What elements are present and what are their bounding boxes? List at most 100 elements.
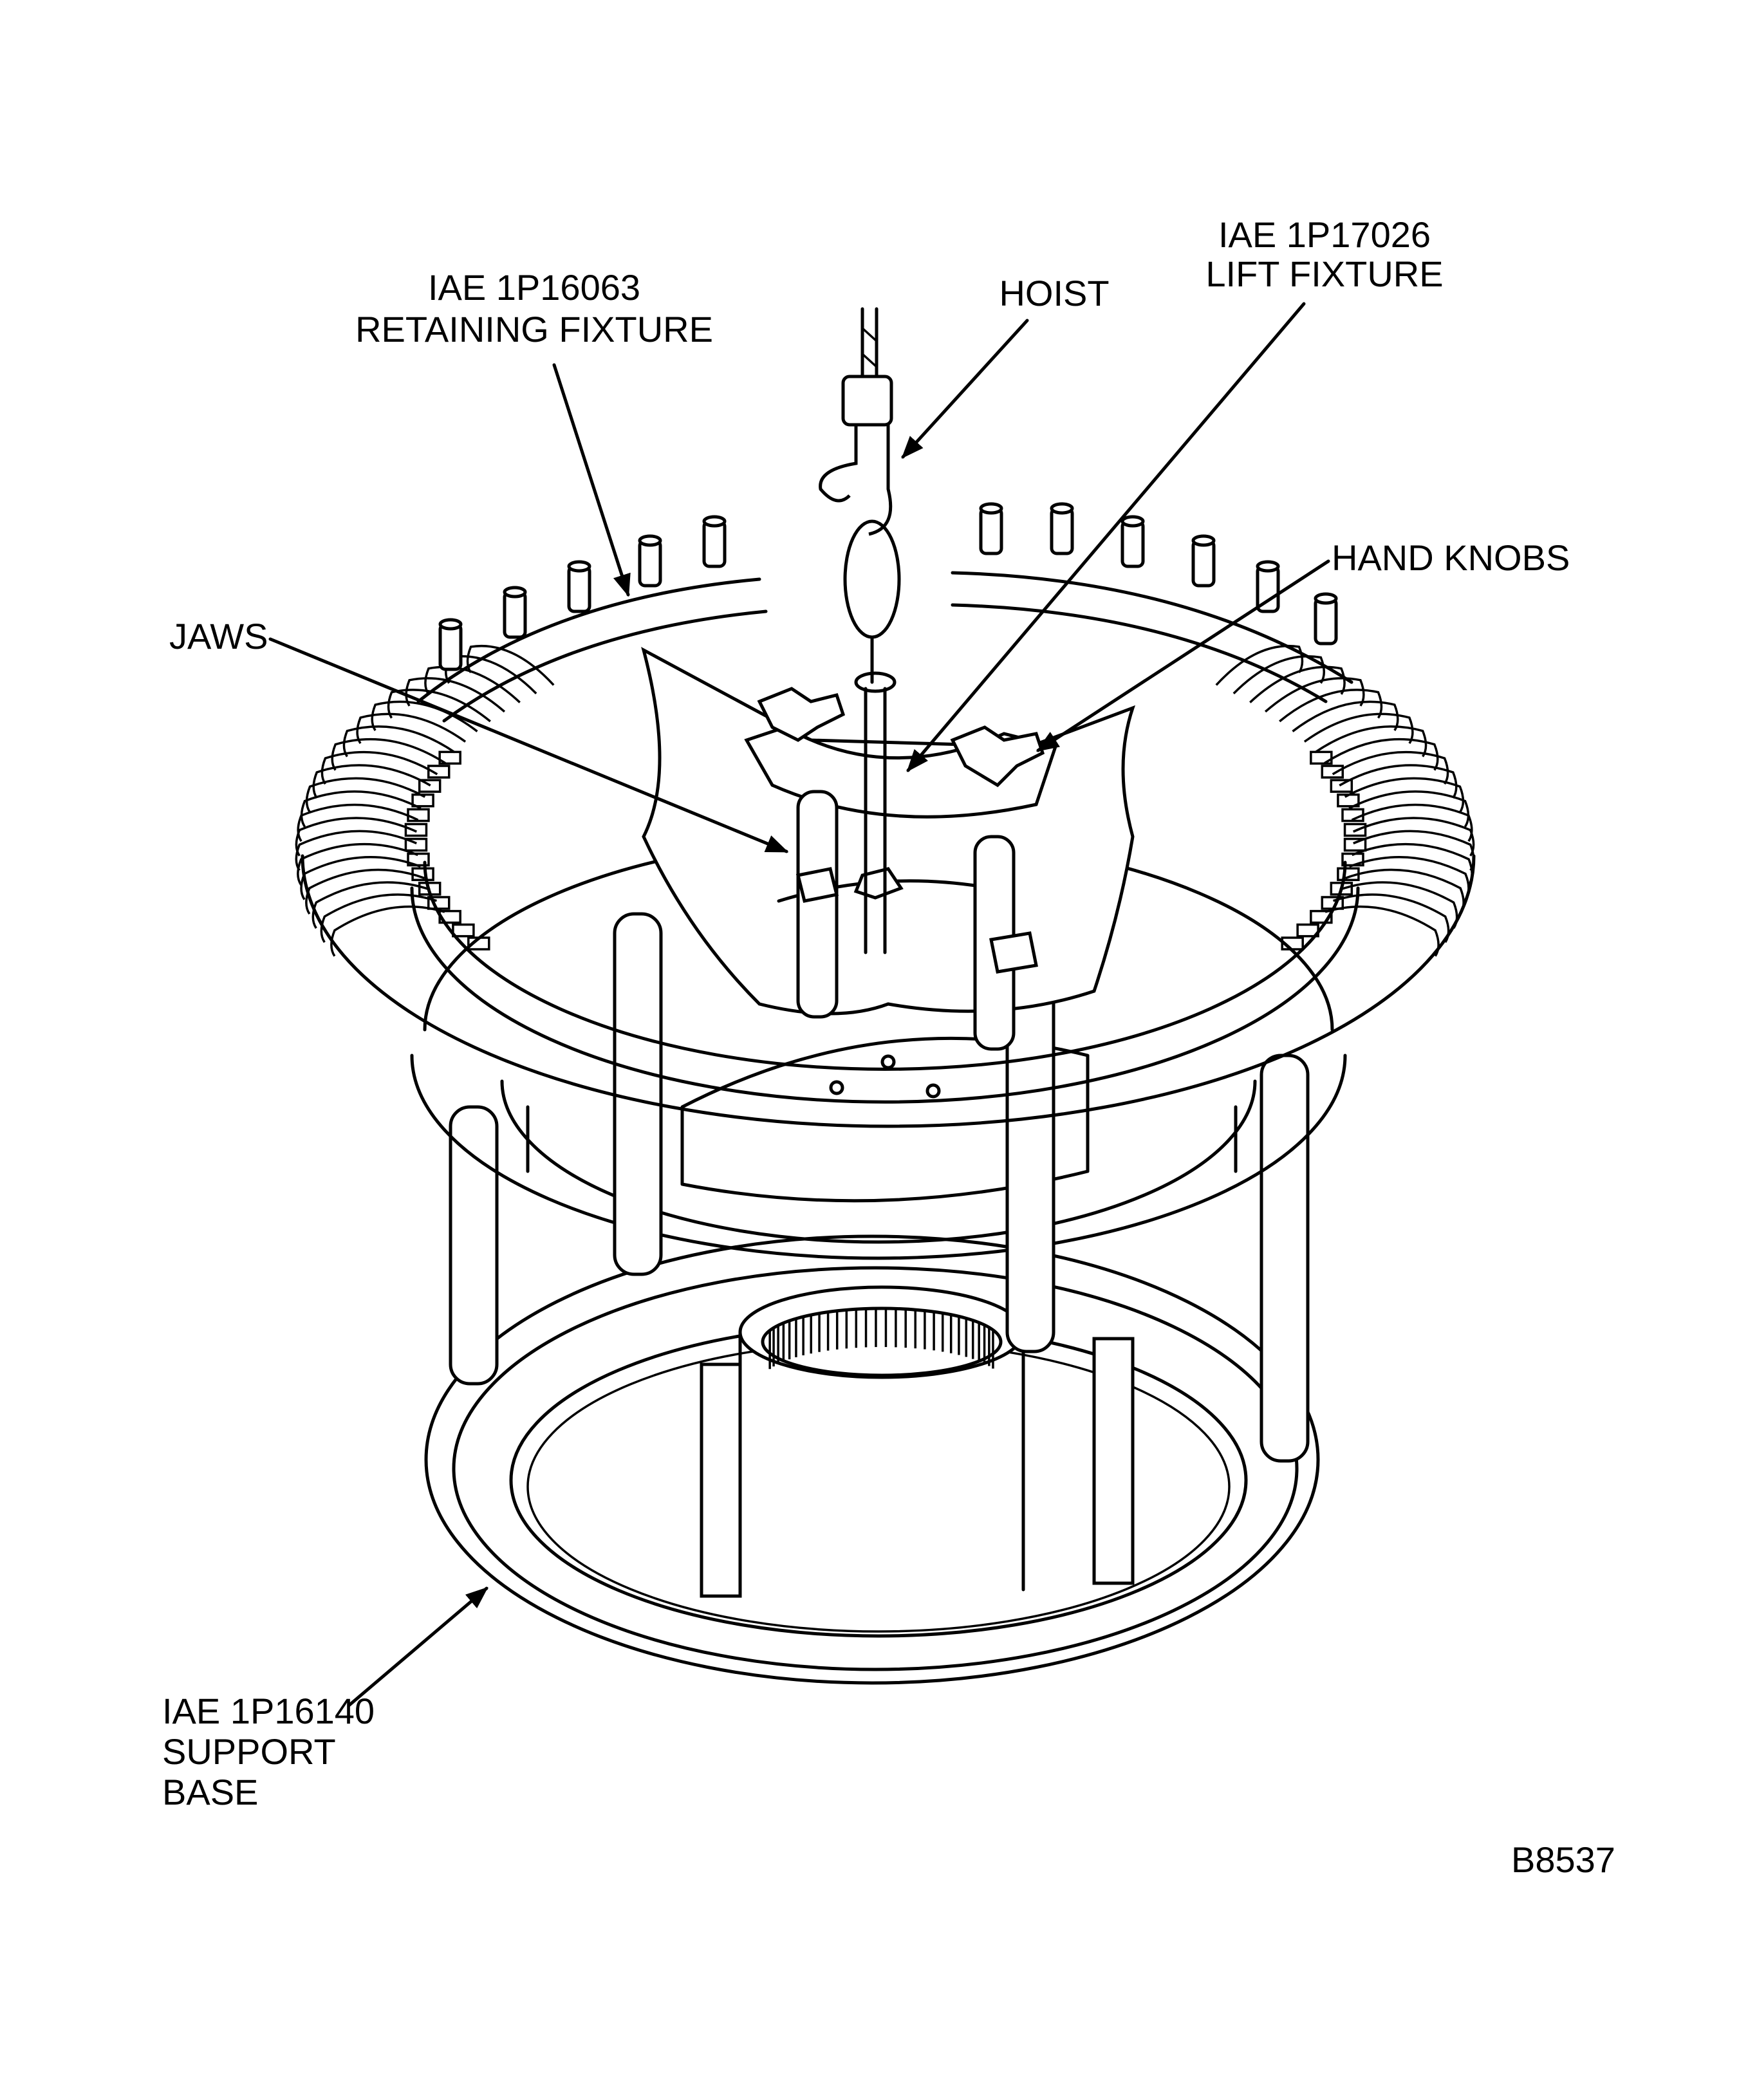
blade [1344,868,1465,915]
blade [300,855,422,900]
pin-cap [567,560,591,573]
blade [1348,855,1470,900]
lift-fixture-label: LIFT FIXTURE [1205,254,1443,294]
slot [1330,882,1353,896]
pin [438,622,463,671]
hand-knobs-label: HAND KNOBS [1332,537,1570,578]
blade [295,817,418,857]
slot [467,936,490,951]
blade [342,725,456,757]
hoist-label: HOIST [999,273,1109,313]
slot [1321,765,1344,779]
blade [311,881,431,929]
blade [1292,700,1399,732]
slot [1343,837,1367,852]
figure-id: B8537 [1511,1839,1615,1880]
slot [411,793,434,808]
blade [1314,725,1427,757]
blade [356,712,467,745]
slot [404,837,428,852]
blade [297,842,418,886]
blade [305,777,426,813]
jaw [989,931,1038,974]
pin-cap [1256,560,1280,573]
slot [1330,779,1353,793]
slot [1337,793,1360,808]
lift-fixture-part-number: IAE 1P17026 [1218,214,1431,255]
slot [407,808,430,822]
slot [407,852,430,867]
blade [305,868,425,915]
blade [1232,655,1326,694]
blade [1344,777,1465,813]
blade [1333,893,1450,943]
blade [331,738,446,771]
slot [438,750,461,765]
slot [1310,909,1333,924]
slot [418,882,442,896]
pin [702,519,727,568]
blade [1264,677,1365,713]
blade [1339,764,1458,799]
blade [1249,665,1346,703]
slot [404,822,428,837]
pin-cap [702,515,727,528]
pin [503,590,527,639]
pin [1050,506,1074,555]
blade [1324,738,1439,771]
slot [427,896,451,910]
blade [1352,817,1475,857]
cutaway [641,647,1136,1016]
leader-lines [268,302,1330,1707]
support-base-label-line2: BASE [162,1772,258,1812]
slot [1321,896,1344,910]
blade [1353,830,1475,871]
retaining-fixture-part-number: IAE 1P16063 [428,267,640,308]
pin-cap [638,534,662,547]
slot [1281,936,1304,951]
blade [300,790,422,828]
blade [297,803,419,842]
spline-hub [738,1285,1025,1592]
slot [427,765,451,779]
pin-cap [979,502,1003,515]
slot [418,779,442,793]
blade [1339,881,1458,929]
blade [321,750,438,785]
lift-fixture [744,725,1058,1051]
pin [1191,539,1216,588]
jaws-label: JAWS [169,616,268,656]
blade [1279,689,1383,723]
slot [438,909,461,924]
slot [1310,750,1333,765]
blade [1325,906,1440,957]
retaining-fixture [416,502,1353,723]
pin [638,539,662,588]
blade [405,677,506,713]
pin-cap [1120,515,1145,528]
pin-cap [438,618,463,631]
blade [1303,712,1414,745]
slot [1337,867,1360,882]
blade [1332,750,1449,785]
jaw [795,867,839,903]
blade [295,830,417,871]
hand-knob[interactable] [950,725,1045,788]
slot [1343,822,1367,837]
blade [424,665,521,703]
slot [452,923,475,938]
pin-cap [1314,592,1338,605]
pin [1314,597,1338,646]
support-base-label-line1: SUPPORT [162,1731,336,1772]
pin-cap [1050,502,1074,515]
blade [320,893,437,943]
slot [1341,852,1364,867]
pin [567,564,591,613]
pin-cap [503,586,527,599]
pin [1120,519,1145,568]
slot [1296,923,1319,938]
hoist [819,307,901,954]
hand-knob[interactable] [757,687,846,742]
pin-cap [1191,534,1216,547]
